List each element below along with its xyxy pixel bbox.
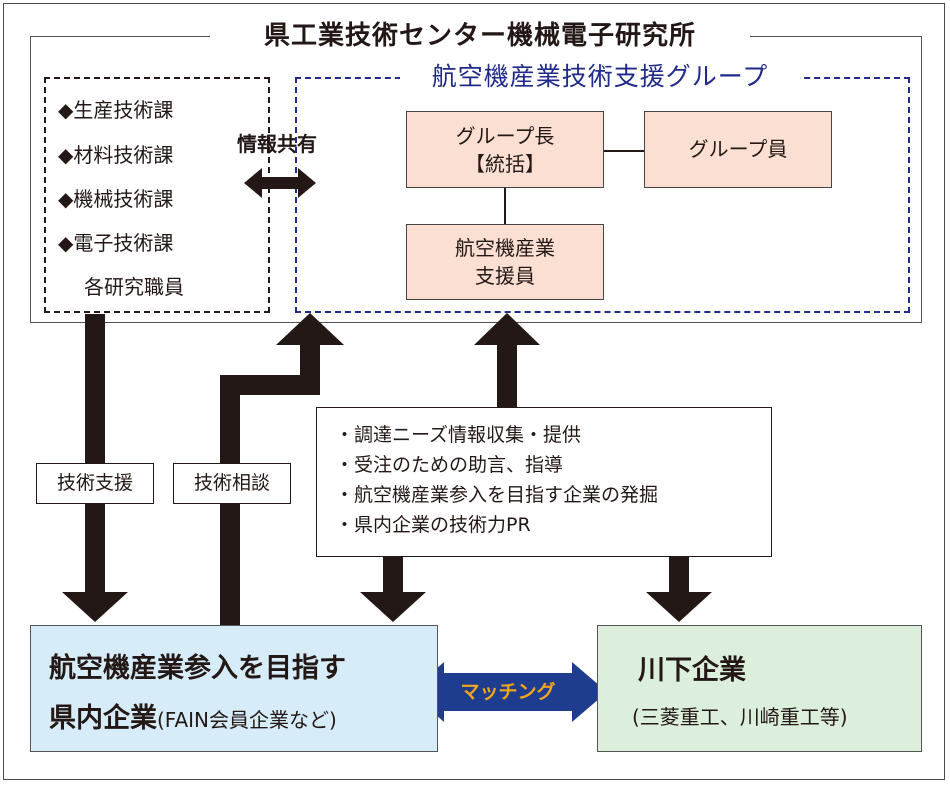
tech-consult-label: 技術相談 [173,463,291,504]
matching-label: マッチング [460,681,556,703]
local-companies-line1: 航空機産業参入を目指す [49,653,346,684]
department-item: ◆電子技術課 [58,231,174,255]
downstream-note: (三菱重工、川崎重工等) [632,705,848,729]
local-companies-line2: 県内企業(FAIN会員企業など) [49,696,337,735]
group-leader-label: グループ長 [455,124,555,148]
group-leader-box: グループ長 【統括】 [406,111,604,188]
outer-frame [3,3,945,780]
info-share-double-arrow [244,168,316,198]
aero-supporter-line1: 航空機産業 [455,236,555,260]
departments-box [44,77,270,313]
local-companies-note: (FAIN会員企業など) [157,708,337,732]
activities-to-downstream-arrow [646,557,712,622]
local-companies-name: 県内企業 [49,703,157,734]
matching-double-arrow [410,662,607,722]
activities-to-local-arrow [360,557,426,622]
activities-box: ・調達ニーズ情報収集・提供 ・受注のための助言、指導 ・航空機産業参入を目指す企… [316,407,772,557]
activity-item: ・県内企業の技術力PR [335,514,531,536]
researchers-item: 各研究職員 [84,275,184,299]
downstream-title: 川下企業 [638,655,746,686]
activity-item: ・調達ニーズ情報収集・提供 [335,424,582,446]
leader-member-connector [604,150,644,152]
department-item: ◆機械技術課 [58,187,174,211]
activity-item: ・受注のための助言、指導 [335,454,564,476]
group-member-box: グループ員 [644,111,832,188]
activity-item: ・航空機産業参入を目指す企業の発掘 [335,484,659,506]
info-share-label: 情報共有 [237,132,317,156]
group-leader-role: 【統括】 [465,152,545,176]
research-center-title: 県工業技術センター機械電子研究所 [210,16,750,56]
downstream-companies-box: 川下企業 (三菱重工、川崎重工等) [597,625,922,752]
activities-up-arrow [474,313,540,407]
aero-supporter-line2: 支援員 [475,264,535,288]
tech-support-arrow [62,314,128,622]
tech-support-label: 技術支援 [36,463,154,504]
aero-supporter-box: 航空機産業 支援員 [406,224,604,300]
local-companies-box: 航空機産業参入を目指す 県内企業(FAIN会員企業など) [30,625,438,752]
department-item: ◆生産技術課 [58,98,174,122]
aero-group-title: 航空機産業技術支援グループ [400,60,800,94]
leader-supporter-connector [504,188,506,224]
department-item: ◆材料技術課 [58,143,174,167]
